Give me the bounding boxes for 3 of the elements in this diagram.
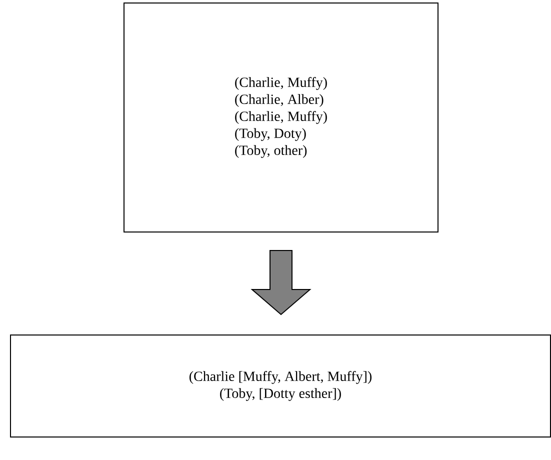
block-arrow: [250, 250, 312, 316]
text-box: (Charlie [Muffy, Albert, Muffy]) (Toby, [Dotty esther]): [10, 334, 551, 438]
text-box: (Charlie, Muffy) (Charlie, Alber) (Charlie, Muffy) (Toby, Doty) (Toby, other): [124, 2, 438, 232]
